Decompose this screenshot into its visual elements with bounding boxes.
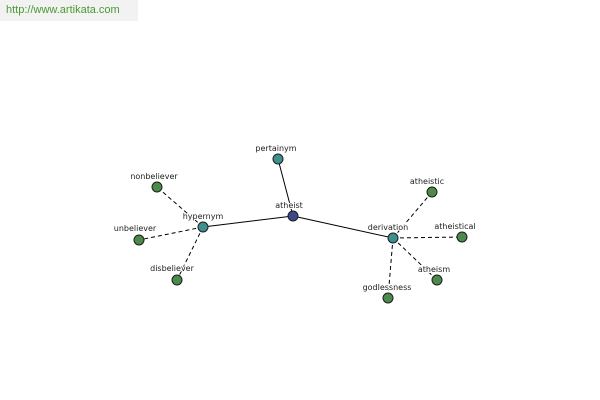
edge-derivation-atheism bbox=[392, 237, 438, 281]
label-atheistic: atheistic bbox=[410, 177, 444, 186]
node-atheist[interactable] bbox=[287, 210, 299, 222]
edge-hypernym-disbeliever bbox=[176, 226, 204, 281]
label-atheist: atheist bbox=[275, 201, 303, 210]
edge-atheist-pertainym bbox=[277, 158, 294, 217]
label-disbeliever: disbeliever bbox=[150, 264, 194, 273]
node-atheism[interactable] bbox=[431, 274, 443, 286]
node-pertainym[interactable] bbox=[272, 153, 284, 165]
graph-edges bbox=[138, 158, 463, 299]
edge-atheist-derivation bbox=[292, 215, 394, 239]
edge-derivation-godlessness bbox=[387, 237, 394, 299]
label-hypernym: hypernym bbox=[183, 212, 224, 221]
edge-hypernym-unbeliever bbox=[138, 226, 204, 241]
node-disbeliever[interactable] bbox=[171, 274, 183, 286]
label-godlessness: godlessness bbox=[363, 283, 412, 292]
edge-derivation-atheistical bbox=[392, 236, 463, 239]
node-derivation[interactable] bbox=[387, 232, 399, 244]
edge-derivation-atheistic bbox=[392, 191, 433, 239]
label-atheistical: atheistical bbox=[434, 222, 475, 231]
graph-nodes bbox=[133, 153, 468, 304]
label-nonbeliever: nonbeliever bbox=[130, 172, 178, 181]
node-atheistic[interactable] bbox=[426, 186, 438, 198]
site-url-link[interactable]: http://www.artikata.com bbox=[0, 0, 138, 21]
graph-labels: atheist hypernym pertainym derivation no… bbox=[113, 143, 477, 293]
label-pertainym: pertainym bbox=[255, 144, 296, 153]
edge-atheist-hypernym bbox=[202, 215, 294, 228]
label-atheism: atheism bbox=[418, 265, 450, 274]
node-nonbeliever[interactable] bbox=[151, 181, 163, 193]
label-unbeliever: unbeliever bbox=[114, 224, 157, 233]
node-godlessness[interactable] bbox=[382, 292, 394, 304]
label-derivation: derivation bbox=[368, 223, 408, 232]
node-unbeliever[interactable] bbox=[133, 234, 145, 246]
edge-hypernym-nonbeliever bbox=[156, 186, 204, 228]
node-hypernym[interactable] bbox=[197, 221, 209, 233]
node-atheistical[interactable] bbox=[456, 231, 468, 243]
